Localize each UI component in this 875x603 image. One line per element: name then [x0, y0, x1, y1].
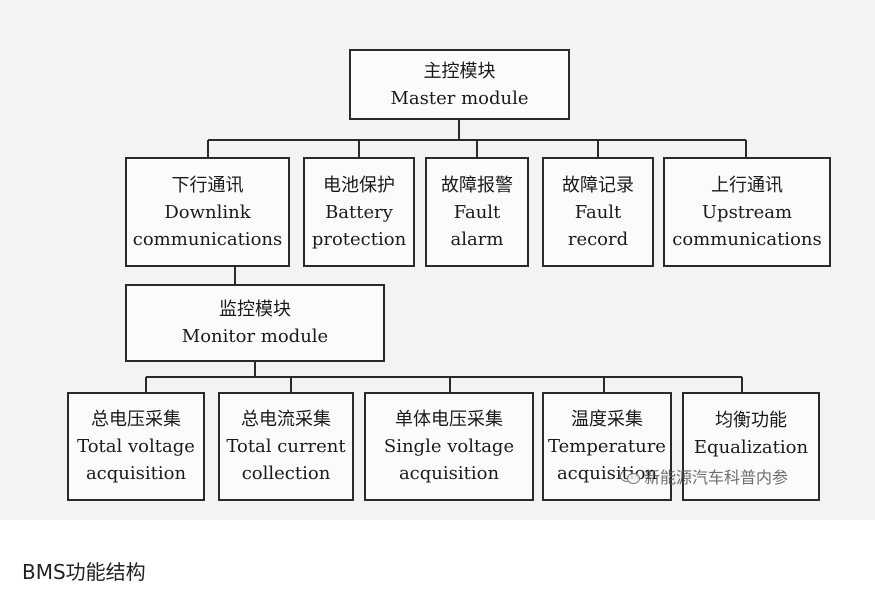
monitor-module-box: 监控模块 Monitor module — [125, 284, 385, 362]
label-en: acquisition — [85, 463, 187, 484]
label-cn: 上行通讯 — [711, 174, 783, 196]
label-en: Fault — [453, 201, 501, 223]
label-en: communications — [132, 228, 283, 250]
monitor-module-cn: 监控模块 — [219, 299, 291, 320]
master-module-box: 主控模块 Master module — [349, 49, 570, 120]
label-en: Total current — [226, 436, 346, 457]
label-cn: 下行通讯 — [171, 174, 244, 196]
label-en: acquisition — [398, 463, 500, 484]
downlink-communications-box: 下行通讯 Downlink communications — [125, 157, 290, 267]
total-voltage-acquisition-box: 总电压采集 Total voltage acquisition — [67, 392, 205, 501]
label-cn: 温度采集 — [571, 409, 643, 430]
label-en: record — [567, 228, 629, 250]
label-en: Battery — [325, 201, 393, 223]
label-en: Downlink — [164, 201, 251, 223]
master-module-cn: 主控模块 — [423, 60, 496, 82]
watermark-text: 新能源汽车科普内参 — [644, 468, 789, 487]
label-en: Single voltage — [383, 436, 515, 457]
label-cn: 电池保护 — [323, 174, 395, 196]
label-cn: 故障记录 — [562, 174, 634, 196]
label-cn: 总电流采集 — [241, 409, 331, 430]
label-cn: 单体电压采集 — [395, 409, 503, 430]
temperature-acquisition-box: 温度采集 Temperature acquisition — [542, 392, 672, 501]
label-en: collection — [241, 463, 331, 484]
label-en: Temperature — [548, 436, 666, 457]
label-en: Fault — [574, 201, 622, 223]
monitor-module-en: Monitor module — [181, 326, 329, 347]
upstream-communications-box: 上行通讯 Upstream communications — [663, 157, 831, 267]
label-cn: 均衡功能 — [715, 410, 787, 431]
figure-caption: BMS功能结构 — [22, 560, 146, 584]
label-en: protection — [311, 228, 407, 250]
fault-record-box: 故障记录 Fault record — [542, 157, 654, 267]
wechat-icon — [620, 468, 640, 484]
label-en: Total voltage — [77, 436, 195, 457]
total-current-collection-box: 总电流采集 Total current collection — [218, 392, 354, 501]
battery-protection-box: 电池保护 Battery protection — [303, 157, 415, 267]
single-voltage-acquisition-box: 单体电压采集 Single voltage acquisition — [364, 392, 534, 501]
label-en: Upstream — [701, 201, 793, 223]
label-cn: 总电压采集 — [91, 409, 181, 430]
label-en: communications — [672, 228, 822, 250]
diagram-figure: 主控模块 Master module 下行通讯 Downlink communi… — [0, 0, 875, 520]
fault-alarm-box: 故障报警 Fault alarm — [425, 157, 529, 267]
master-module-en: Master module — [390, 87, 529, 109]
equalization-box: 均衡功能 Equalization — [682, 392, 820, 501]
label-en: Equalization — [693, 437, 809, 458]
watermark: 新能源汽车科普内参 — [620, 464, 788, 488]
connector-lines — [145, 119, 747, 393]
label-cn: 故障报警 — [441, 174, 513, 196]
label-en: alarm — [450, 228, 504, 250]
